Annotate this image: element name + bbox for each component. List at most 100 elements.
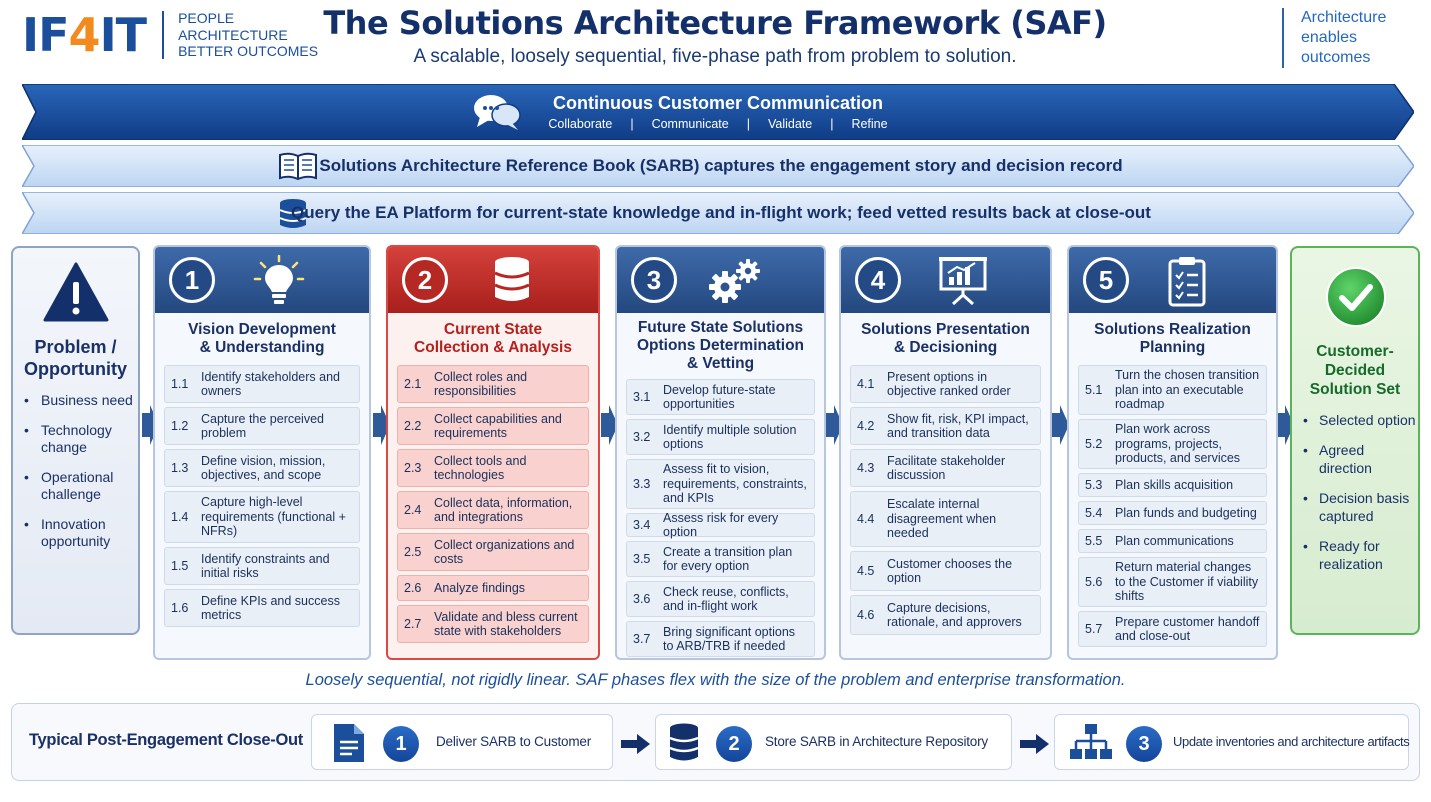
clipboard-icon xyxy=(1168,257,1206,307)
phase-number: 2 xyxy=(402,257,448,303)
phase-title: Solutions Presentation& Decisioning xyxy=(861,321,1030,356)
flow-arrow-icon xyxy=(373,405,390,445)
decided-list: Selected option Agreed direction Decisio… xyxy=(1292,411,1418,573)
lightbulb-icon xyxy=(253,255,305,304)
checkmark-icon xyxy=(1326,267,1386,327)
problem-title: Problem /Opportunity xyxy=(24,337,127,379)
arrow-right-icon xyxy=(621,734,650,754)
arrow-right-icon xyxy=(1020,734,1049,754)
if4it-logo: IF4IT PEOPLE ARCHITECTURE BETTER OUTCOME… xyxy=(22,10,318,60)
list-item: Technology change xyxy=(13,422,138,456)
logo-wordmark: IF4IT xyxy=(22,8,147,62)
sarb-banner-text: Solutions Architecture Reference Book (S… xyxy=(319,156,1123,175)
step-text: Deliver SARB to Customer xyxy=(436,734,591,749)
phase-header: 1 xyxy=(155,247,369,313)
page-subtitle: A scalable, loosely sequential, five-pha… xyxy=(413,46,1017,67)
logo-divider xyxy=(162,11,165,59)
communication-banner-title: Continuous Customer Communication xyxy=(553,93,883,113)
flow-arrow-icon xyxy=(142,405,159,445)
phase-header: 2 xyxy=(388,247,598,313)
step-text: Store SARB in Architecture Repository xyxy=(765,734,988,749)
phase-number: 1 xyxy=(169,257,215,303)
phase-header: 4 xyxy=(841,247,1050,313)
phase-number: 3 xyxy=(631,257,677,303)
gears-icon xyxy=(709,259,760,303)
ea-platform-banner-text: Query the EA Platform for current-state … xyxy=(291,203,1151,222)
list-item: Ready for realization xyxy=(1292,537,1418,573)
ea-platform-banner: Query the EA Platform for current-state … xyxy=(22,192,1414,234)
phase-number: 4 xyxy=(855,257,901,303)
sarb-banner-arrow xyxy=(22,145,1414,187)
closeout-label: Typical Post-Engagement Close-Out xyxy=(29,731,304,749)
header: The Solutions Architecture Framework (SA… xyxy=(300,4,1130,68)
architecture-tagline: Architecture enables outcomes xyxy=(1282,8,1386,68)
database-icon xyxy=(669,723,699,761)
presentation-board-icon xyxy=(939,257,987,305)
chat-bubbles-icon xyxy=(474,95,521,130)
closeout-step-1: 1 Deliver SARB to Customer xyxy=(311,714,613,770)
list-item: Business need xyxy=(13,392,138,409)
phase-4-panel: 4 Solutions Presentation& Decisioning 4.… xyxy=(839,245,1052,660)
database-icon xyxy=(494,257,530,301)
flow-arrow-icon xyxy=(1052,405,1069,445)
phase-header: 5 xyxy=(1069,247,1276,313)
problem-list: Business need Technology change Operatio… xyxy=(13,392,138,550)
logo-tagline: PEOPLE ARCHITECTURE BETTER OUTCOMES xyxy=(178,10,319,60)
closeout-step-2: 2 Store SARB in Architecture Repository xyxy=(655,714,1012,770)
database-icon xyxy=(279,199,307,228)
list-item: Agreed direction xyxy=(1292,441,1418,477)
list-item: Selected option xyxy=(1292,411,1418,429)
list-item: Operational challenge xyxy=(13,469,138,503)
problem-opportunity-panel: Problem /Opportunity Business need Techn… xyxy=(11,246,140,635)
step-number: 1 xyxy=(383,726,419,762)
step-number: 3 xyxy=(1126,726,1162,762)
document-icon xyxy=(334,724,364,762)
ea-platform-banner-arrow xyxy=(22,192,1414,234)
book-icon xyxy=(279,152,317,181)
sarb-banner: Solutions Architecture Reference Book (S… xyxy=(22,145,1414,187)
flexibility-note: Loosely sequential, not rigidly linear. … xyxy=(305,671,1126,689)
hierarchy-icon xyxy=(1070,724,1112,759)
warning-icon xyxy=(43,262,109,322)
